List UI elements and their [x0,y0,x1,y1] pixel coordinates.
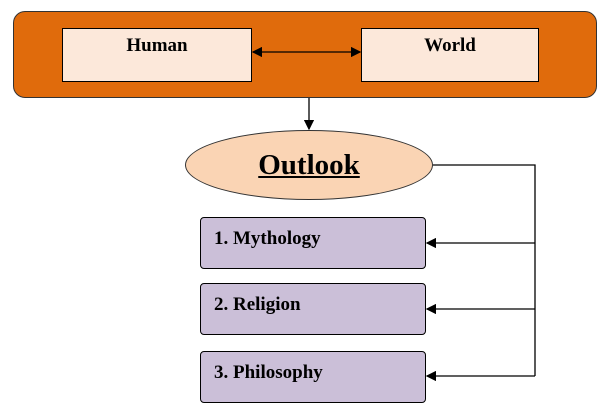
outlook-ellipse: Outlook [185,130,433,200]
world-box: World [361,28,539,82]
item-religion: 2. Religion [200,283,426,335]
human-box: Human [62,28,252,82]
item-mythology: 1. Mythology [200,217,426,269]
item-philosophy: 3. Philosophy [200,351,426,403]
outlook-branch-line [433,164,536,376]
